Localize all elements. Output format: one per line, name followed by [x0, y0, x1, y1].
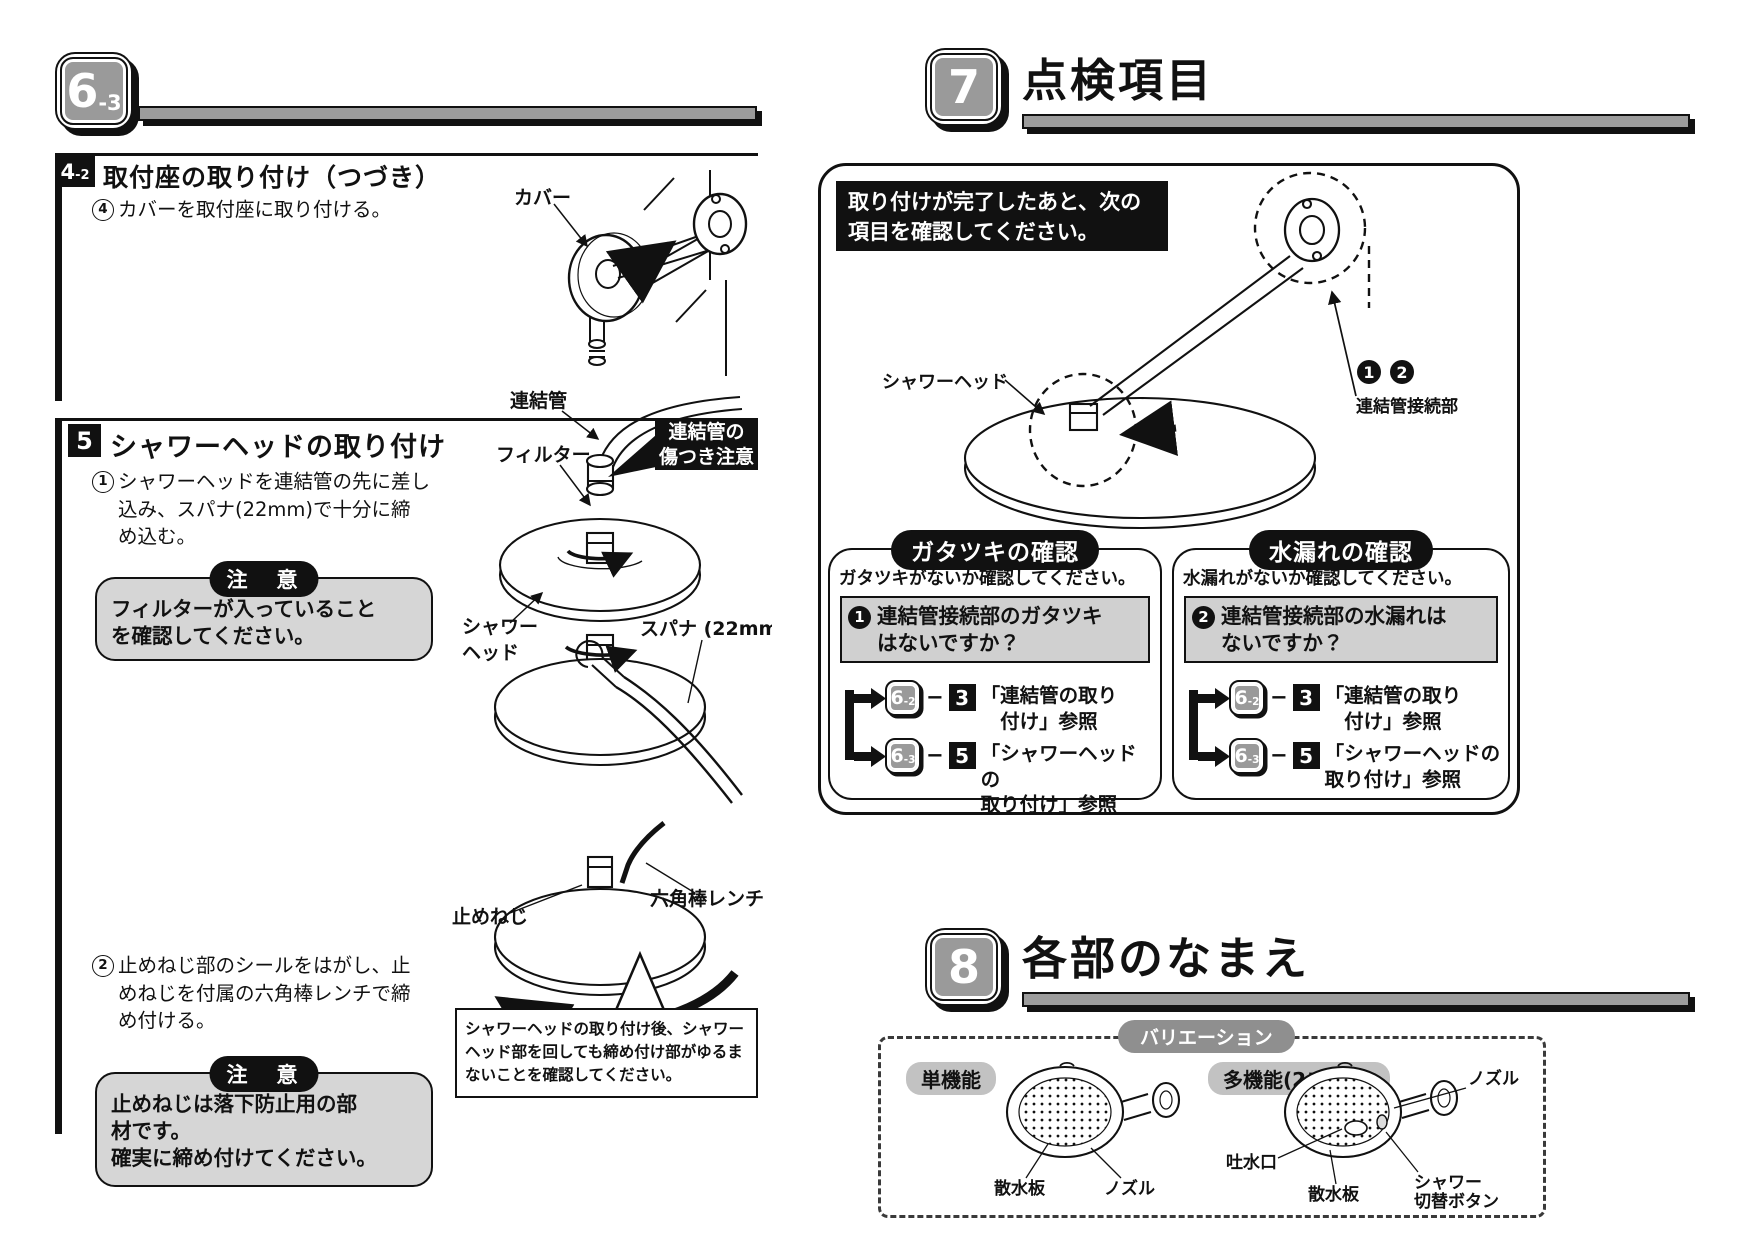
filter-label: フィルター: [496, 444, 591, 466]
section-8-badge: 8: [925, 928, 1003, 1006]
connection-pointer-arrow-icon: [1119, 400, 1178, 456]
question-2-number-icon: 2: [1192, 606, 1215, 629]
hex-wrench-label: 六角棒レンチ: [650, 887, 764, 910]
leak-question: 2 連結管接続部の水漏れは ないですか？: [1184, 596, 1498, 664]
subsection-4-2-topline: [55, 153, 758, 156]
step-4-circled-number-icon: 4: [92, 199, 114, 221]
step-2-circled-number-icon: 2: [92, 955, 114, 977]
ref-badge-6-3: 6-3: [885, 738, 921, 774]
branch-arrows-icon: [1189, 688, 1230, 767]
ref-badge-6-2: 6-2: [885, 680, 921, 716]
multi-sansuiban-label: 散水板: [1308, 1184, 1360, 1205]
section-divider-bar: [1022, 114, 1690, 129]
subsection-5-sidebar: [55, 418, 62, 1134]
multi-nozzle-label: ノズル: [1468, 1068, 1519, 1089]
ref-step-3: 3: [1292, 684, 1320, 711]
section-6-3-badge: 6-3: [55, 52, 133, 130]
step-4: 4 カバーを取付座に取り付ける。: [92, 196, 391, 224]
set-screw-label: 止めねじ: [452, 906, 528, 928]
section-divider-bar: [1022, 992, 1690, 1007]
multi-switch-label-line2: 切替ボタン: [1414, 1191, 1499, 1212]
single-function-label: 単機能: [906, 1062, 996, 1095]
question-1-number-icon: 1: [848, 606, 871, 629]
spanner-label: スパナ (22mm): [640, 618, 772, 640]
connection-marks: 1 2: [1357, 360, 1414, 384]
ref-step-5: 5: [948, 742, 976, 769]
reference-row: 6-2 − 3 「連結管の取り 付け」参照: [1229, 680, 1504, 738]
warn-badge-tail: [608, 435, 656, 477]
shower-head-label-line2: ヘッド: [462, 642, 519, 664]
section-7-badge: 7: [925, 48, 1003, 126]
connecting-pipe-label: 連結管: [510, 389, 567, 412]
branch-arrows-icon: [845, 688, 886, 767]
subsection-4-2-title: 取付座の取り付け（つづき）: [103, 163, 442, 192]
rattle-question: 1 連結管接続部のガタツキ はないですか？: [840, 596, 1150, 664]
ref-badge-6-3: 6-3: [1229, 738, 1265, 774]
inspection-intro: 取り付けが完了したあと、次の 項目を確認してください。: [836, 181, 1168, 251]
single-sansuiban-label: 散水板: [994, 1178, 1046, 1199]
cover-label: カバー: [514, 187, 571, 209]
single-nozzle-label: ノズル: [1104, 1178, 1155, 1199]
rattle-check-title: ガタツキの確認: [891, 530, 1099, 570]
shower-head-label: シャワーヘッド: [882, 372, 1008, 393]
leak-check-box: 水漏れの確認 水漏れがないか確認してください。 2 連結管接続部の水漏れは ない…: [1172, 530, 1510, 800]
subsection-5-topline: [55, 418, 758, 421]
rattle-check-box: ガタツキの確認 ガタツキがないか確認してください。 1 連結管接続部のガタツキ …: [828, 530, 1162, 816]
ref-step-3: 3: [948, 684, 976, 711]
variation-badge: バリエーション: [1118, 1020, 1295, 1053]
subsection-4-2-sidebar: [55, 153, 62, 401]
section-8-title: 各部のなまえ: [1022, 932, 1311, 985]
leak-check-title: 水漏れの確認: [1249, 530, 1433, 570]
step-2: 2 止めねじ部のシールをはがし、止 めねじを付属の六角棒レンチで締 め付ける。: [92, 952, 411, 1035]
subsection-5-title: シャワーヘッドの取り付け: [110, 432, 446, 463]
shower-head-install-illustration: 連結管 フィルター シャワー ヘッド スパナ (22mm) 止めねじ 六角棒レン…: [452, 389, 772, 1010]
mark-2-icon: 2: [1390, 360, 1414, 384]
caution-badge: 注 意: [209, 561, 319, 597]
caution-box-filter: 注 意 フィルターが入っていること を確認してください。: [95, 561, 433, 661]
section-number: 6: [66, 64, 99, 118]
pipe-scratch-warning-badge: 連結管の 傷つき注意: [655, 418, 758, 470]
caution-badge: 注 意: [209, 1056, 319, 1092]
reference-row: 6-3 − 5 「シャワーヘッドの 取り付け」参照: [885, 738, 1156, 816]
shower-head-label-line1: シャワー: [462, 616, 538, 638]
parts-name-illustration: 散水板 ノズル ノズル 吐水口 散水板 シャワー 切替ボタン: [994, 1062, 1519, 1212]
subsection-5-number: 5: [68, 424, 101, 457]
section-divider-bar: [138, 106, 757, 121]
section-7-title: 点検項目: [1022, 54, 1215, 107]
subsection-4-2-number: 4-2: [55, 156, 95, 187]
reference-row: 6-3 − 5 「シャワーヘッドの 取り付け」参照: [1229, 738, 1504, 796]
reference-row: 6-2 − 3 「連結管の取り 付け」参照: [885, 680, 1156, 738]
note-callout-tail: [614, 950, 666, 1012]
cover-install-illustration: カバー: [514, 170, 748, 376]
ref-badge-6-2: 6-2: [1229, 680, 1265, 716]
step-1: 1 シャワーヘッドを連結管の先に差し 込み、スパナ(22mm)で十分に締 め込む…: [92, 468, 430, 551]
step-1-circled-number-icon: 1: [92, 471, 114, 493]
connection-label: 連結管接続部: [1356, 397, 1458, 417]
multi-tosuikou-label: 吐水口: [1226, 1152, 1277, 1173]
multi-switch-label-line1: シャワー: [1414, 1173, 1482, 1193]
ref-step-5: 5: [1292, 742, 1320, 769]
post-install-check-note: シャワーヘッドの取り付け後、シャワー ヘッド部を回しても締め付け部がゆるま ない…: [455, 1008, 758, 1098]
insert-direction-arrow-icon: [605, 240, 677, 304]
mounted-shower-illustration: [963, 171, 1371, 530]
caution-box-set-screw: 注 意 止めねじは落下防止用の部 材です。 確実に締め付けてください。: [95, 1056, 433, 1187]
mark-1-icon: 1: [1357, 360, 1381, 384]
